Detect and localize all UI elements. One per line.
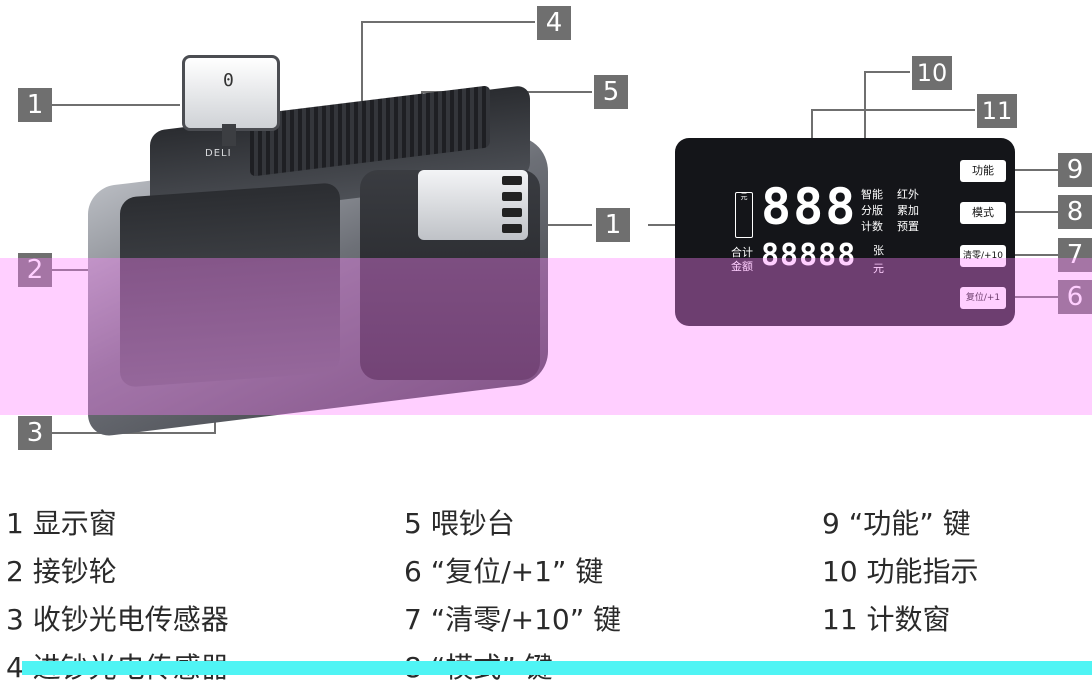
mode-preset: 预置 (897, 220, 919, 233)
callout-1-display: 1 (18, 88, 52, 122)
callout-7: 7 (1058, 238, 1092, 272)
legend-item-7: 7 “清零/+10” 键 (404, 603, 622, 636)
legend-item-2: 2 接钞轮 (6, 555, 117, 588)
reset-button[interactable]: 复位/+1 (960, 287, 1006, 309)
total-label: 合计 (731, 246, 753, 259)
mode-smart: 智能 (861, 188, 883, 201)
mode-count: 计数 (861, 220, 883, 233)
control-panel: 元 888 88888 合计 金额 智能 红外 分版 累加 计数 预置 张 元 … (675, 138, 1015, 326)
top-display-window: 0 (182, 55, 280, 131)
side-button (502, 192, 522, 201)
callout-10: 10 (912, 56, 952, 90)
mode-button[interactable]: 模式 (960, 202, 1006, 224)
legend-item-10: 10 功能指示 (822, 555, 979, 588)
clear-button[interactable]: 清零/+10 (960, 245, 1006, 267)
legend-item-6: 6 “复位/+1” 键 (404, 555, 604, 588)
side-button (502, 176, 522, 185)
leader-line-4 (361, 21, 535, 120)
money-icon: 元 (735, 192, 753, 238)
side-button (502, 208, 522, 217)
callout-11: 11 (977, 94, 1017, 128)
count-window: 888 (761, 178, 858, 236)
callout-5: 5 (594, 75, 628, 109)
callout-2: 2 (18, 253, 52, 287)
callout-8: 8 (1058, 195, 1092, 229)
highlight-overlay (0, 258, 1092, 415)
mode-accumulate: 累加 (897, 204, 919, 217)
function-button[interactable]: 功能 (960, 160, 1006, 182)
legend-item-5: 5 喂钞台 (404, 507, 515, 540)
side-button (502, 224, 522, 233)
callout-9: 9 (1058, 153, 1092, 187)
unit-yuan: 元 (873, 262, 884, 275)
bottom-highlight-bar (22, 661, 1092, 675)
mode-sorting: 分版 (861, 204, 883, 217)
callout-3: 3 (18, 416, 52, 450)
display-stem (222, 124, 236, 146)
legend-item-1: 1 显示窗 (6, 507, 117, 540)
callout-4: 4 (537, 6, 571, 40)
unit-sheets: 张 (873, 244, 884, 257)
brand-logo: DELI (205, 148, 232, 159)
mode-infrared: 红外 (897, 188, 919, 201)
callout-6: 6 (1058, 280, 1092, 314)
callout-1-side: 1 (596, 208, 630, 242)
display-readout: 0 (223, 70, 234, 91)
total-window: 88888 (761, 238, 857, 273)
legend-item-11: 11 计数窗 (822, 603, 951, 636)
legend-item-9: 9 “功能” 键 (822, 507, 971, 540)
money-icon-text: 元 (740, 193, 748, 201)
legend-item-3: 3 收钞光电传感器 (6, 603, 229, 636)
amount-label: 金额 (731, 260, 753, 273)
